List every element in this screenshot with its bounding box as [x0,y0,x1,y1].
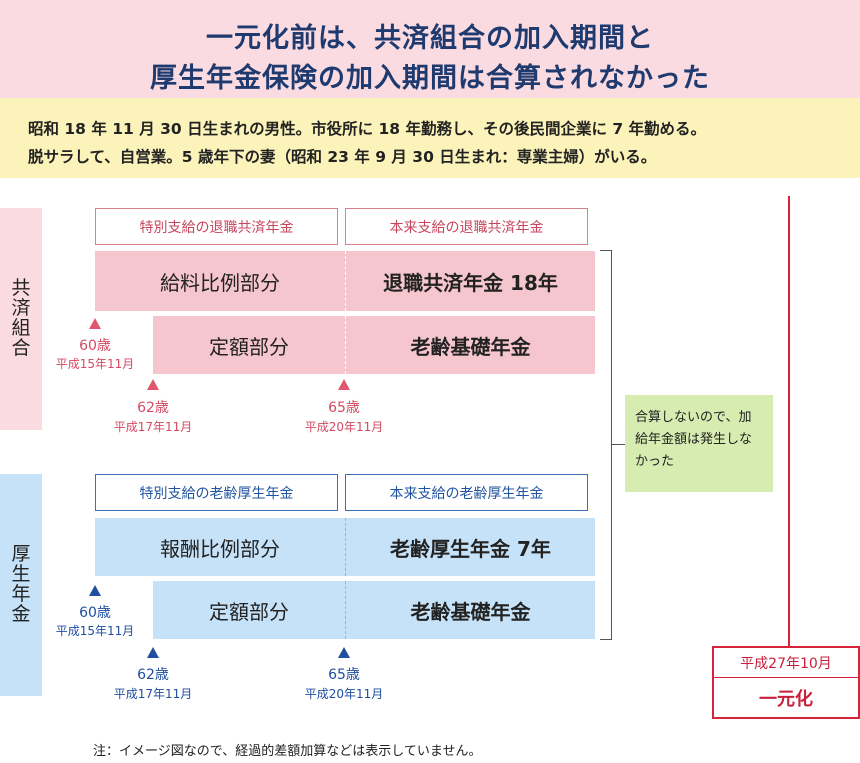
kosei-header-regular: 本来支給の老齢厚生年金 [345,474,588,511]
kosei-marker-65-age: 65歳 [328,667,360,683]
kyosai-marker-65-icon [338,379,350,390]
kosei-employee-pension-bar: 老齢厚生年金 7年 [345,518,595,576]
kosei-marker-60-age: 60歳 [79,605,111,621]
unification-line [788,196,790,648]
kyosai-marker-62-icon [147,379,159,390]
description-line-2: 脱サラして、自営業。5 歳年下の妻（昭和 23 年 9 月 30 日生まれ：専業… [28,148,657,166]
kosei-remuneration-proportional-bar: 報酬比例部分 [95,518,345,576]
kosei-side-label: 厚生年金 [0,474,42,696]
unification-label: 一元化 [759,689,813,710]
unification-date: 平成27年10月 [714,648,858,678]
kosei-marker-62-icon [147,647,159,658]
kyosai-basic-pension-bar: 老齢基礎年金 [345,316,595,374]
unification-box: 平成27年10月 一元化 [712,646,860,719]
kosei-flat-rate-bar: 定額部分 [153,581,345,639]
footnote: 注：イメージ図なので、経過的差額加算などは表示していません。 [93,744,482,759]
kosei-marker-65-icon [338,647,350,658]
description-banner: 昭和 18 年 11 月 30 日生まれの男性。市役所に 18 年勤務し、その後… [0,98,860,178]
title-banner: 一元化前は、共済組合の加入期間と 厚生年金保険の加入期間は合算されなかった [0,0,860,98]
kosei-marker-62-date: 平成17年11月 [113,687,193,701]
kosei-marker-60-date: 平成15年11月 [55,624,135,638]
title-line-1: 一元化前は、共済組合の加入期間と [206,23,654,54]
kosei-header-special: 特別支給の老齢厚生年金 [95,474,338,511]
kyosai-marker-65-date: 平成20年11月 [304,420,384,434]
kyosai-header-regular: 本来支給の退職共済年金 [345,208,588,245]
title-line-2: 厚生年金保険の加入期間は合算されなかった [150,63,710,94]
kosei-marker-60-icon [89,585,101,596]
kyosai-marker-65-age: 65歳 [328,400,360,416]
kyosai-retirement-pension-bar: 退職共済年金 18年 [345,251,595,311]
kyosai-marker-62-age: 62歳 [137,400,169,416]
kosei-marker-62-age: 62歳 [137,667,169,683]
kosei-basic-pension-bar: 老齢基礎年金 [345,581,595,639]
kosei-marker-65-date: 平成20年11月 [304,687,384,701]
kyosai-marker-60-icon [89,318,101,329]
kyosai-flat-rate-bar: 定額部分 [153,316,345,374]
kyosai-marker-62-date: 平成17年11月 [113,420,193,434]
kyosai-marker-60-age: 60歳 [79,338,111,354]
kyosai-salary-proportional-bar: 給料比例部分 [95,251,345,311]
note-box: 合算しないので、加給年金額は発生しなかった [625,395,773,492]
description-line-1: 昭和 18 年 11 月 30 日生まれの男性。市役所に 18 年勤務し、その後… [28,120,707,138]
kyosai-marker-60-date: 平成15年11月 [55,357,135,371]
kyosai-side-label: 共済組合 [0,208,42,430]
kyosai-header-special: 特別支給の退職共済年金 [95,208,338,245]
